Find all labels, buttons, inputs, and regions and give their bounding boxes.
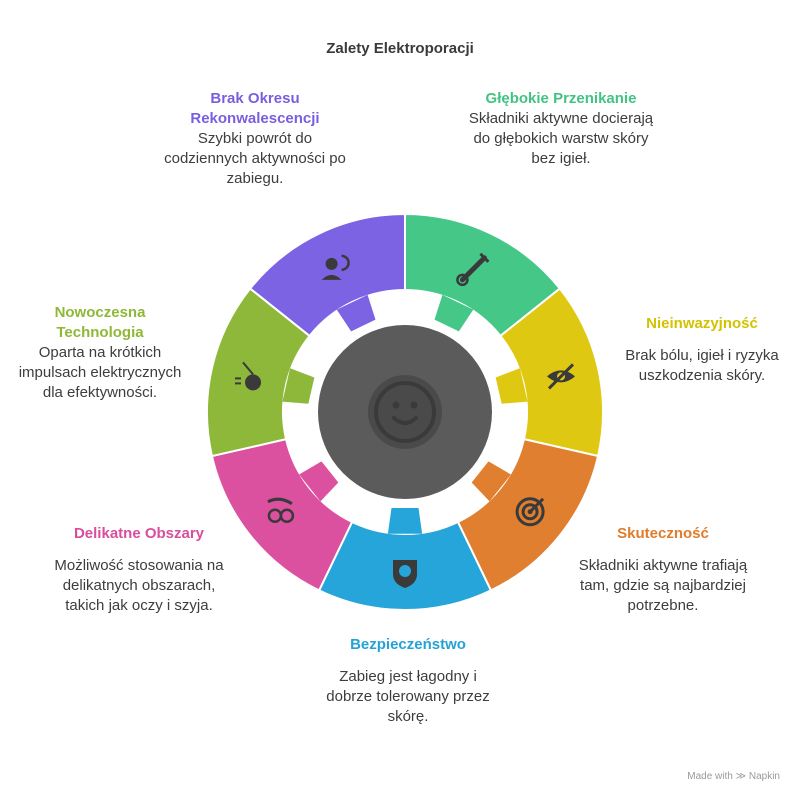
segment-title: Nowoczesna Technologia (54, 304, 146, 341)
segment-description: Oparta na krótkich impulsach elektryczny… (18, 344, 182, 401)
syringe-icon (456, 252, 490, 287)
segment-description: Szybki powrót do codziennych aktywności … (164, 130, 346, 187)
segment-tab-bezpieczenstwo (387, 508, 423, 534)
label-brak-okresu: Brak Okresu Rekonwalescencji Szybki powr… (160, 89, 350, 189)
segment-description: Składniki aktywne docierają do głębokich… (468, 110, 654, 167)
label-bezpieczenstwo: Bezpieczeństwo Zabieg jest łagodny i dob… (318, 635, 498, 727)
segment-tab-nieinwazyjnosc (495, 368, 528, 404)
eye-off-icon (546, 363, 575, 390)
label-nieinwazyjnosc: Nieinwazyjność Brak bólu, igieł i ryzyka… (611, 314, 793, 386)
segment-description: Składniki aktywne trafiają tam, gdzie są… (578, 557, 748, 614)
segment-title: Skuteczność (617, 525, 709, 542)
segment-description: Możliwość stosowania na delikatnych obsz… (54, 557, 224, 614)
wrecking-ball-icon (235, 361, 262, 391)
label-glebokie-przenikanie: Głębokie Przenikanie Składniki aktywne d… (466, 89, 656, 169)
segment-brak (248, 212, 406, 338)
diagram-title: Zalety Elektroporacji (326, 40, 474, 57)
segment-description: Zabieg jest łagodny i dobrze tolerowany … (326, 668, 490, 725)
segment-title: Głębokie Przenikanie (485, 90, 637, 107)
segment-tab-skutecznosc (471, 461, 511, 502)
segment-description: Brak bólu, igieł i ryzyka uszkodzenia sk… (625, 347, 779, 384)
segment-tab-nowoczesna (282, 368, 315, 404)
label-skutecznosc: Skuteczność Składniki aktywne trafiają t… (578, 524, 748, 616)
segment-tab-brak (336, 294, 376, 332)
care-hand-icon (267, 497, 295, 524)
footer-credit: Made with ≫ Napkin (687, 771, 780, 782)
smiley-icon (368, 375, 442, 449)
segment-tab-delikatne (299, 461, 339, 502)
segment-title: Nieinwazyjność (646, 315, 758, 332)
target-icon (515, 497, 545, 527)
label-nowoczesna-technologia: Nowoczesna Technologia Oparta na krótkic… (15, 303, 185, 403)
segment-title: Brak Okresu Rekonwalescencji (190, 90, 320, 127)
segment-tab-glebokie (434, 294, 474, 332)
person-refresh-icon (321, 254, 350, 280)
label-delikatne-obszary: Delikatne Obszary Możliwość stosowania n… (44, 524, 234, 616)
segment-title: Bezpieczeństwo (350, 636, 466, 653)
shield-face-icon (393, 560, 417, 588)
segment-title: Delikatne Obszary (73, 525, 205, 542)
